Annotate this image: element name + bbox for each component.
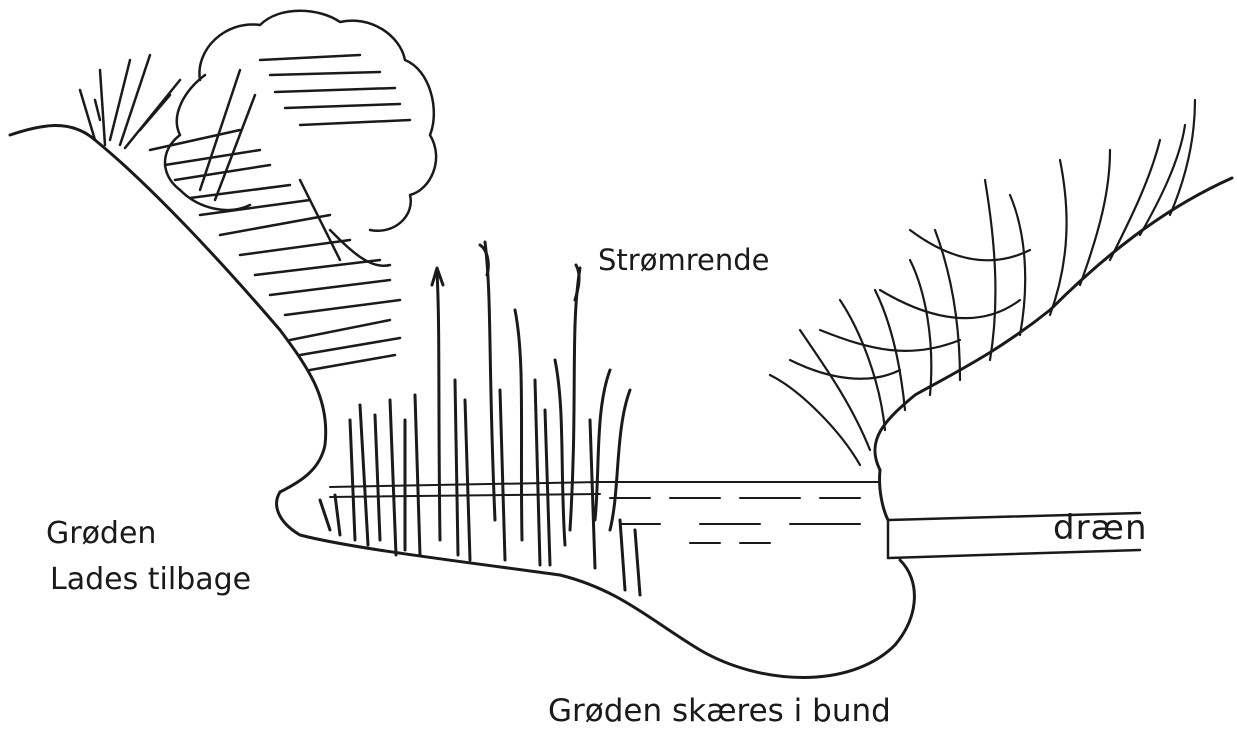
label-left-line2: Lades tilbage xyxy=(50,562,251,597)
label-stream-channel: Strømrende xyxy=(598,243,769,277)
water-surface xyxy=(330,482,878,543)
left-bank-outline xyxy=(10,125,326,492)
bush-on-left-bank xyxy=(150,11,436,370)
label-bottom: Grøden skæres i bund xyxy=(548,693,891,729)
grass-right-bank xyxy=(770,100,1195,465)
label-left-line1: Grøden xyxy=(46,516,156,551)
grass-upper-left xyxy=(80,55,180,148)
right-bank-step xyxy=(880,470,888,520)
label-drain: dræn xyxy=(1053,508,1148,548)
reed-stems xyxy=(320,242,640,595)
